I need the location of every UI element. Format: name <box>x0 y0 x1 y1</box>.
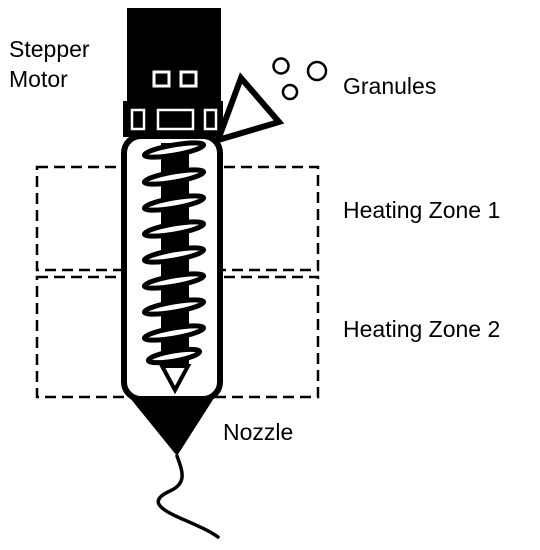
extruded-filament <box>156 454 220 539</box>
heating-zone-2-label: Heating Zone 2 <box>343 316 501 342</box>
stepper-motor-label-line2: Motor <box>9 66 68 92</box>
hopper-funnel <box>213 72 285 145</box>
granules <box>272 57 328 101</box>
stepper-motor <box>127 8 221 101</box>
stepper-motor-label-line1: Stepper <box>9 36 90 62</box>
heating-zone-1-label: Heating Zone 1 <box>343 197 501 223</box>
granules-label: Granules <box>343 73 437 99</box>
nozzle-tip <box>130 398 214 456</box>
screw <box>141 140 207 395</box>
nozzle-label: Nozzle <box>223 419 294 445</box>
coupling <box>123 101 223 137</box>
stepper-motor-label: Stepper Motor <box>9 34 90 94</box>
